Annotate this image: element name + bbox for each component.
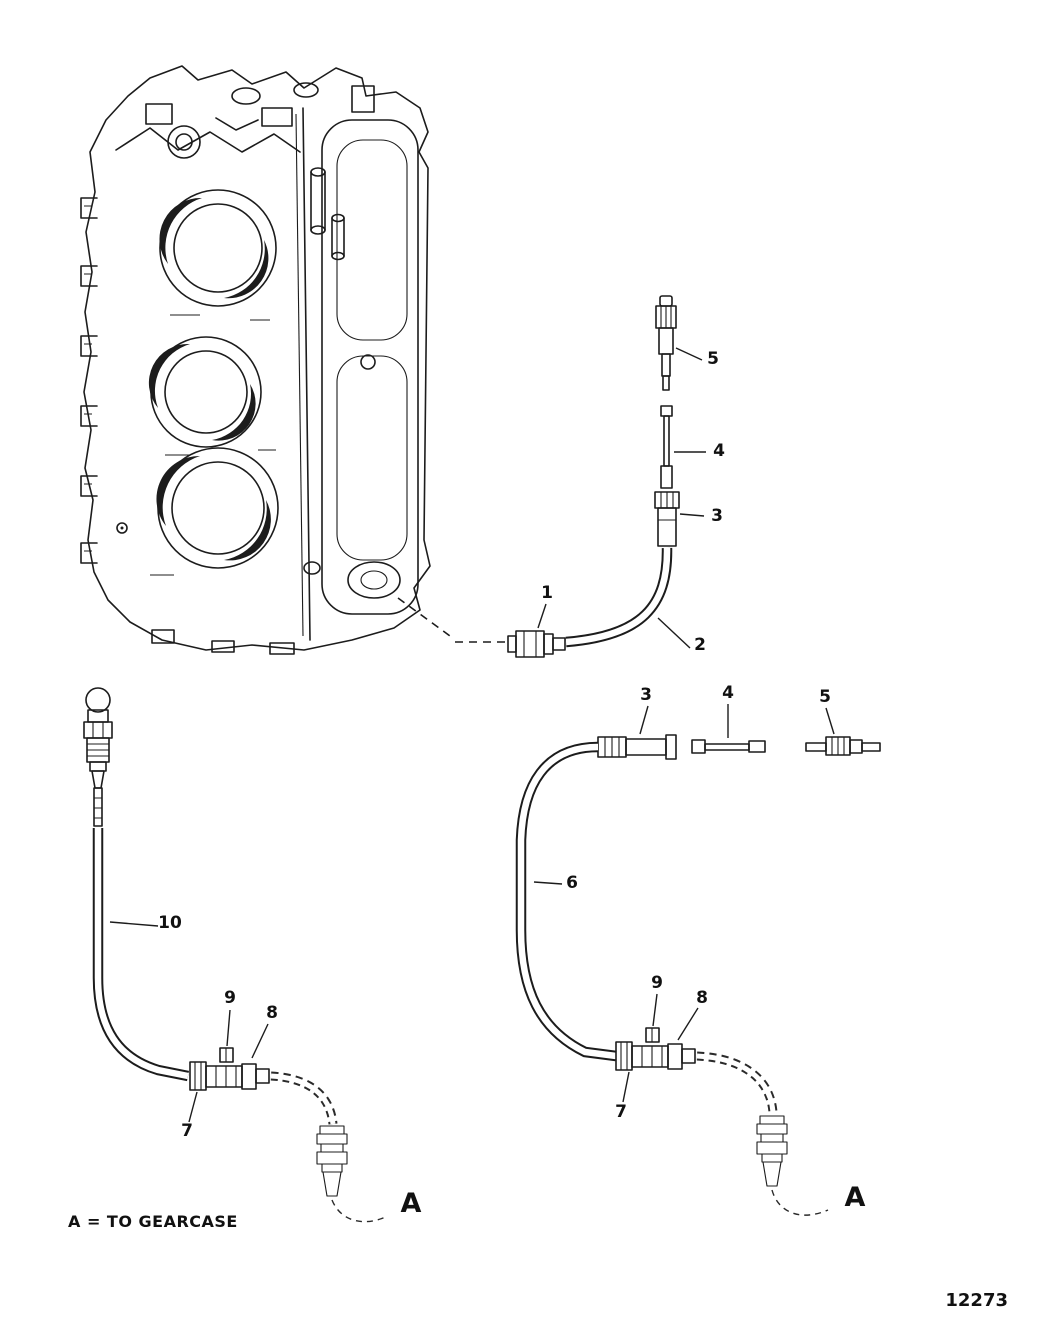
legend-note: A = TO GEARCASE xyxy=(68,1212,238,1231)
callout-6: 6 xyxy=(566,873,578,893)
right-gearcase-connector xyxy=(756,1115,829,1216)
callout-7-right: 7 xyxy=(615,1102,627,1122)
callout-8-left: 8 xyxy=(266,1003,278,1023)
hose-6 xyxy=(515,741,617,1062)
figure-number: 12273 xyxy=(945,1290,1008,1311)
fitting-3-mid xyxy=(597,734,677,760)
callout-3-mid: 3 xyxy=(640,685,652,705)
engine-block-illustration xyxy=(80,65,431,655)
fitting-4-mid xyxy=(691,739,766,754)
fitting-3-top xyxy=(654,491,680,547)
gearcase-label-a-right: A xyxy=(845,1182,866,1213)
callout-5-top: 5 xyxy=(707,349,719,369)
callout-10: 10 xyxy=(158,913,182,933)
callout-2: 2 xyxy=(694,635,706,655)
right-gearcase-hose xyxy=(696,1051,778,1113)
callout-7-left: 7 xyxy=(181,1121,193,1141)
leader-lines xyxy=(109,347,835,1123)
fitting-5-mid xyxy=(805,736,881,756)
hose-10 xyxy=(92,828,190,1082)
right-coupler-assembly xyxy=(615,1027,696,1071)
callout-9-left: 9 xyxy=(224,988,236,1008)
hose-2 xyxy=(565,547,673,648)
fitting-5-top xyxy=(655,295,677,391)
left-coupler-assembly xyxy=(189,1047,270,1091)
phantom-pointer-block-to-fitting-1 xyxy=(397,597,506,643)
gearcase-label-a-left: A xyxy=(401,1188,422,1219)
callout-4-top: 4 xyxy=(713,441,725,461)
left-gearcase-hose xyxy=(270,1071,338,1125)
callout-8-right: 8 xyxy=(696,988,708,1008)
fitting-4-top xyxy=(660,405,673,489)
callout-9-right: 9 xyxy=(651,973,663,993)
callout-1: 1 xyxy=(541,583,553,603)
callout-3-top: 3 xyxy=(711,506,723,526)
left-gearcase-connector xyxy=(316,1125,389,1223)
callout-4-mid: 4 xyxy=(722,683,734,703)
fitting-1 xyxy=(507,630,566,658)
callout-5-mid: 5 xyxy=(819,687,831,707)
left-sensor-fitting xyxy=(83,687,113,827)
